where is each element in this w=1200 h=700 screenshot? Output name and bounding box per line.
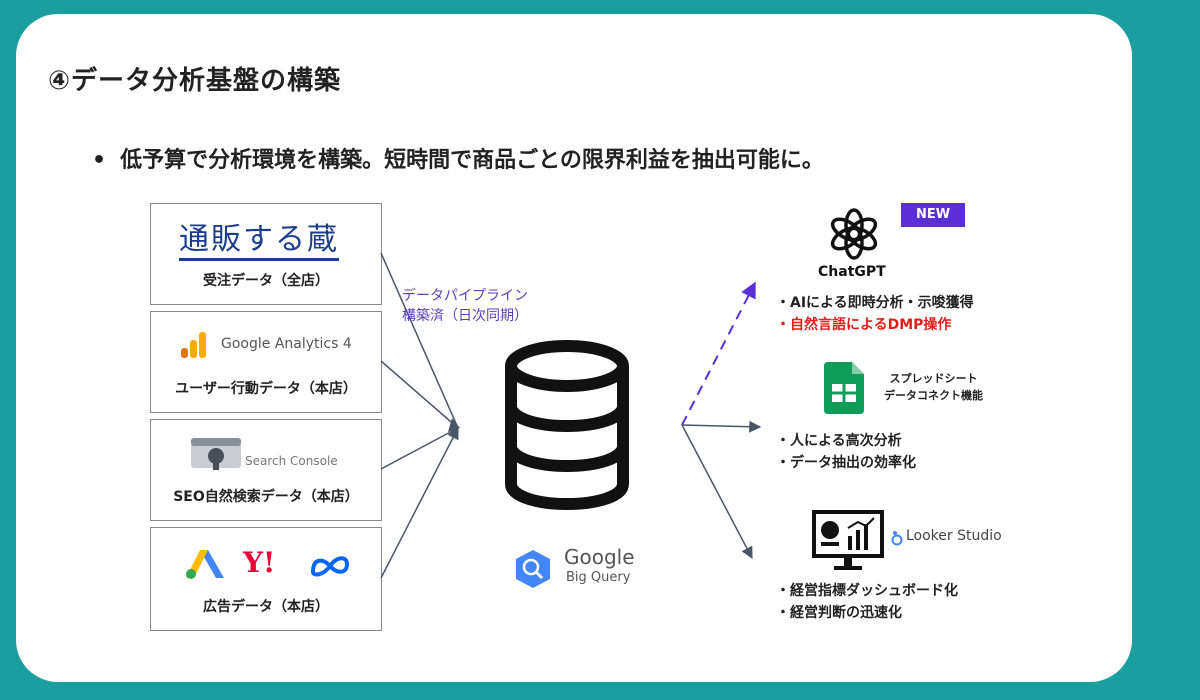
bigquery-icon: [516, 550, 550, 588]
arrow-sc-to-bq: [380, 427, 459, 470]
pipeline-label-line1: データパイプライン: [402, 288, 528, 304]
source-label-ga4: ユーザー行動データ（本店）: [175, 381, 357, 397]
bullet-dot: •: [92, 148, 107, 173]
arrow-bq-to-sheets: [681, 420, 762, 433]
source-label-orders: 受注データ（全店）: [203, 273, 329, 289]
summary-bullet: • 低予算で分析環境を構築。短時間で商品ごとの限界利益を抽出可能に。: [92, 142, 824, 174]
pipeline-label-line2: 構築済（日次同期）: [402, 308, 528, 324]
source-label-ads: 広告データ（本店）: [203, 599, 329, 615]
looker-studio-icon: [891, 531, 903, 546]
looker-studio-name: Looker Studio: [906, 528, 1002, 544]
sheets-title-line1: スプレッドシート: [889, 372, 978, 385]
looker-point-2: ・経営判断の迅速化: [776, 605, 902, 621]
yahoo-logo: Y!: [243, 546, 276, 579]
search-console-logo-text: Search Console: [245, 454, 338, 468]
sheets-title-line2: データコネクト機能: [884, 389, 983, 402]
database-icon: [505, 340, 629, 510]
sheets-point-2: ・データ抽出の効率化: [776, 455, 916, 471]
source-box-search-console: Search Console SEO自然検索データ（本店）: [150, 419, 382, 521]
chatgpt-name: ChatGPT: [818, 264, 886, 280]
source-box-ga4: Google Analytics 4 ユーザー行動データ（本店）: [150, 311, 382, 413]
source-label-search-console: SEO自然検索データ（本店）: [173, 489, 359, 505]
summary-text: 低予算で分析環境を構築。短時間で商品ごとの限界利益を抽出可能に。: [120, 148, 824, 173]
chatgpt-point-2: ・自然言語によるDMP操作: [776, 317, 952, 333]
chatgpt-point-1: ・AIによる即時分析・示唆獲得: [776, 295, 974, 311]
dashboard-monitor-icon: [812, 510, 884, 570]
search-console-icon: [191, 438, 241, 470]
new-badge: NEW: [901, 203, 965, 227]
google-sheets-icon: [824, 362, 864, 414]
bigquery-brand: Google: [564, 545, 635, 569]
arrow-bq-to-looker: [681, 424, 753, 560]
google-ads-icon: [186, 550, 224, 579]
sheets-point-1: ・人による高次分析: [776, 433, 902, 449]
source-box-orders: 通販する蔵 受注データ（全店）: [150, 203, 382, 305]
pipeline-label: データパイプライン 構築済（日次同期）: [402, 286, 528, 326]
tsuhansurukura-logo: 通販する蔵: [179, 214, 339, 261]
meta-icon: [310, 556, 350, 577]
page-title: ④データ分析基盤の構築: [48, 66, 342, 96]
merge-arrowhead: [448, 418, 460, 432]
arrow-bq-to-chatgpt: [681, 281, 756, 426]
source-box-ads: Y! 広告データ（本店）: [150, 527, 382, 631]
sheets-title: スプレッドシート データコネクト機能: [884, 370, 983, 404]
looker-point-1: ・経営指標ダッシュボード化: [776, 583, 958, 599]
arrow-ads-to-bq: [380, 426, 459, 579]
google-analytics-icon: [181, 332, 206, 358]
arrow-ga4-to-bq: [380, 360, 459, 429]
bigquery-product: Big Query: [566, 570, 631, 585]
chatgpt-icon: [830, 208, 878, 260]
ga4-logo-text: Google Analytics 4: [221, 336, 352, 352]
arrow-orders-to-bq: [380, 252, 459, 429]
